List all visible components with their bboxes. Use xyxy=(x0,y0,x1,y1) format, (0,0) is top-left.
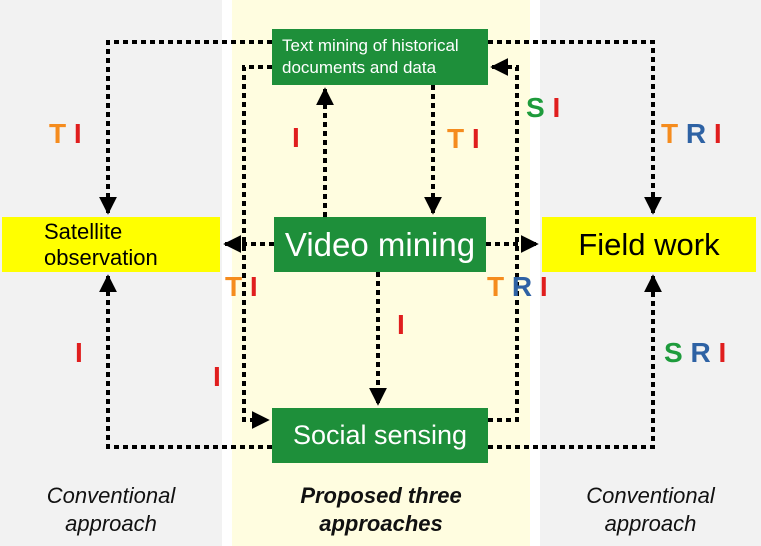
text-mining-label: Text mining of historical documents and … xyxy=(282,36,459,77)
label-group-social-field: S R I xyxy=(664,338,726,368)
caption-proposed: Proposed three approaches xyxy=(232,482,530,538)
label-s: S xyxy=(664,337,683,368)
label-i: I xyxy=(539,271,548,302)
label-group-social-text: S I xyxy=(526,93,560,123)
social-sensing-box: Social sensing xyxy=(272,408,488,463)
arrow-text-to-social xyxy=(242,65,272,429)
label-group-social-satellite: I xyxy=(75,338,83,368)
label-group-video-social: I xyxy=(397,310,405,340)
label-i: I xyxy=(397,309,405,340)
label-i: I xyxy=(713,118,722,149)
label-t: T xyxy=(661,118,679,149)
text-mining-box: Text mining of historical documents and … xyxy=(272,29,488,85)
label-i: I xyxy=(292,122,300,153)
caption-conventional-left: Conventional approach xyxy=(0,482,222,538)
arrow-text-to-field xyxy=(488,40,662,215)
label-i: I xyxy=(213,361,221,392)
video-mining-box: Video mining xyxy=(274,217,486,272)
caption-conventional-right: Conventional approach xyxy=(540,482,761,538)
label-r: R xyxy=(511,271,533,302)
conventional-panel-left xyxy=(0,0,222,546)
social-sensing-label: Social sensing xyxy=(292,420,468,450)
label-group-text-video: T I xyxy=(447,124,480,154)
conventional-panel-right xyxy=(540,0,761,546)
arrow-social-to-text xyxy=(488,58,519,422)
label-t: T xyxy=(49,118,67,149)
label-i: I xyxy=(73,118,82,149)
label-i: I xyxy=(552,92,561,123)
satellite-observation-label: Satellite observation xyxy=(44,218,158,270)
label-s: S xyxy=(526,92,545,123)
label-group-text-satellite: T I xyxy=(49,119,82,149)
arrow-text-to-satellite xyxy=(99,40,272,215)
caption-proposed-text: Proposed three approaches xyxy=(300,483,462,536)
caption-conventional-right-text: Conventional approach xyxy=(586,483,715,536)
label-t: T xyxy=(225,271,243,302)
label-group-text-social: I xyxy=(213,362,221,392)
label-i: I xyxy=(471,123,480,154)
label-t: T xyxy=(447,123,465,154)
label-r: R xyxy=(690,337,711,368)
field-work-box: Field work xyxy=(542,217,756,272)
label-group-text-field: T R I xyxy=(661,119,722,149)
video-mining-label: Video mining xyxy=(284,225,476,263)
label-r: R xyxy=(685,118,707,149)
satellite-observation-box: Satellite observation xyxy=(2,217,220,272)
label-t: T xyxy=(487,271,505,302)
arrow-social-to-satellite xyxy=(99,274,272,449)
label-i: I xyxy=(75,337,83,368)
label-i: I xyxy=(249,271,258,302)
field-work-label: Field work xyxy=(578,226,720,262)
label-group-video-satellite: T I xyxy=(225,272,258,302)
caption-conventional-left-text: Conventional approach xyxy=(46,483,176,536)
label-group-video-field: T R I xyxy=(487,272,548,302)
label-group-video-text: I xyxy=(292,123,300,153)
arrow-social-to-field xyxy=(488,274,662,449)
label-i: I xyxy=(718,337,727,368)
